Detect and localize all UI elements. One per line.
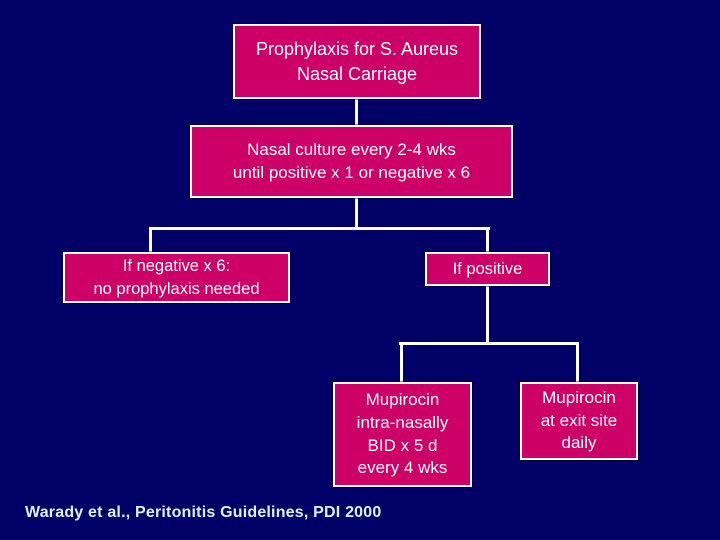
title-line-2: Nasal Carriage xyxy=(296,63,418,84)
connector-branch-horizontal-top xyxy=(149,227,490,230)
mupirocin-nasal-line-3: BID x 5 d xyxy=(367,435,438,455)
flowchart-box-if-negative: If negative x 6: no prophylaxis needed xyxy=(63,252,290,303)
negative-line-1: If negative x 6: xyxy=(122,257,231,276)
connector-title-to-culture xyxy=(355,97,358,127)
negative-line-2: no prophylaxis needed xyxy=(93,279,260,298)
mupirocin-exit-line-2: at exit site xyxy=(540,410,618,430)
flowchart-box-mupirocin-intranasal: Mupirocin intra-nasally BID x 5 d every … xyxy=(333,382,472,487)
mupirocin-exit-line-3: daily xyxy=(561,433,597,453)
connector-drop-to-mupirocin-exit xyxy=(576,342,579,384)
connector-branch-horizontal-bottom xyxy=(399,342,579,345)
culture-line-1: Nasal culture every 2-4 wks xyxy=(247,139,456,159)
citation-text: Warady et al., Peritonitis Guidelines, P… xyxy=(25,504,382,521)
connector-positive-down xyxy=(486,284,489,345)
connector-drop-to-negative xyxy=(149,227,152,254)
connector-drop-to-positive xyxy=(486,227,489,254)
title-line-1: Prophylaxis for S. Aureus xyxy=(255,39,459,60)
flowchart-box-if-positive: If positive xyxy=(425,252,550,286)
connector-culture-down xyxy=(355,196,358,230)
flowchart-box-mupirocin-exit-site: Mupirocin at exit site daily xyxy=(520,382,638,460)
flowchart-box-title: Prophylaxis for S. Aureus Nasal Carriage xyxy=(233,24,481,99)
mupirocin-nasal-line-1: Mupirocin xyxy=(365,389,440,409)
connector-drop-to-mupirocin-nasal xyxy=(400,342,403,384)
mupirocin-nasal-line-4: every 4 wks xyxy=(357,458,448,478)
culture-line-2: until positive x 1 or negative x 6 xyxy=(232,162,471,182)
mupirocin-nasal-line-2: intra-nasally xyxy=(356,412,449,432)
mupirocin-exit-line-1: Mupirocin xyxy=(542,387,616,407)
positive-line-1: If positive xyxy=(452,259,523,278)
flowchart-box-nasal-culture: Nasal culture every 2-4 wks until positi… xyxy=(190,125,513,198)
